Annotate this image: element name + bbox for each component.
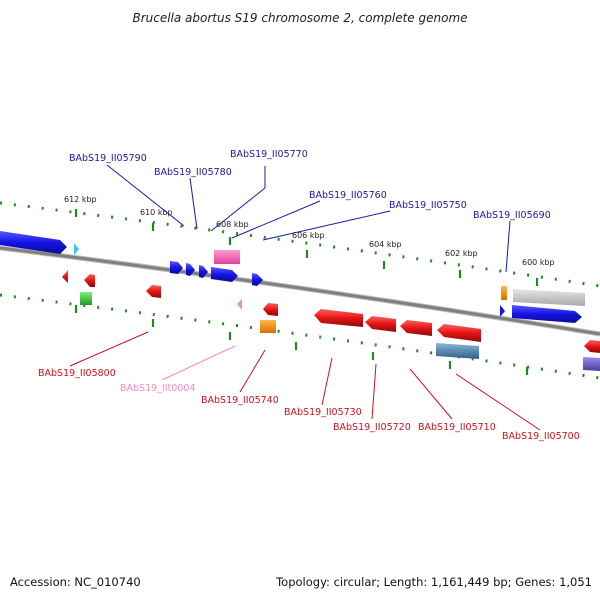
gene-feature[interactable]: [252, 273, 263, 286]
gene-feature[interactable]: [84, 274, 95, 287]
gene-feature[interactable]: [263, 303, 278, 316]
trna-feature[interactable]: [237, 299, 242, 310]
gene-label[interactable]: BAbS19_II05740: [201, 395, 279, 406]
gene-label[interactable]: BAbS19_II05760: [309, 190, 387, 201]
forward-gene-labels: BAbS19_II05790 BAbS19_II05780 BAbS19_II0…: [69, 149, 551, 221]
gene-feature[interactable]: [584, 340, 600, 353]
gene-label[interactable]: BAbS19_II05780: [154, 167, 232, 178]
gene-feature[interactable]: [437, 324, 481, 342]
gene-label[interactable]: BAbS19_II05700: [502, 431, 580, 442]
scale-label: 606 kbp: [292, 231, 325, 240]
trna-leader-line: [161, 345, 236, 381]
gene-label[interactable]: BAbS19_II05690: [473, 210, 551, 221]
scale-label: 604 kbp: [369, 240, 402, 249]
misc-feature[interactable]: [501, 286, 507, 300]
gene-label[interactable]: BAbS19_II05730: [284, 407, 362, 418]
gene-feature[interactable]: [170, 261, 183, 274]
gene-feature[interactable]: [211, 267, 238, 282]
gene-feature[interactable]: [146, 285, 161, 298]
gene-feature[interactable]: [0, 231, 67, 254]
gene-label[interactable]: BAbS19_II05720: [333, 422, 411, 433]
backbone-shadow: [0, 245, 600, 337]
outer-tick-track: [0, 201, 600, 288]
topology-summary: Topology: circular; Length: 1,161,449 bp…: [275, 575, 592, 589]
gene-feature[interactable]: [199, 265, 208, 278]
gene-feature[interactable]: [513, 289, 585, 306]
scale-labels: 612 kbp 610 kbp 608 kbp 606 kbp 604 kbp …: [64, 195, 555, 267]
gene-feature[interactable]: [186, 263, 195, 276]
scale-label: 610 kbp: [140, 208, 173, 217]
gene-label[interactable]: BAbS19_II05750: [389, 200, 467, 211]
gene-label[interactable]: BAbS19_II05790: [69, 153, 147, 164]
reverse-gene-labels: BAbS19_II05800 BAbS19_IIt0004 BAbS19_II0…: [38, 368, 580, 442]
gene-feature[interactable]: [74, 243, 79, 255]
gene-feature[interactable]: [500, 305, 505, 317]
reverse-leader-lines: [69, 331, 541, 431]
green-feature[interactable]: [80, 292, 92, 305]
genome-backbone: [0, 246, 600, 336]
accession-text: Accession: NC_010740: [10, 575, 141, 589]
gene-feature[interactable]: [436, 343, 479, 359]
gene-feature[interactable]: [583, 357, 600, 371]
gene-feature[interactable]: [365, 316, 396, 332]
gene-feature[interactable]: [314, 309, 363, 327]
inner-tick-track: [0, 293, 600, 380]
forward-strand-features: [0, 231, 585, 323]
gene-feature[interactable]: [62, 270, 68, 283]
misc-feature[interactable]: [260, 320, 276, 333]
gene-label[interactable]: BAbS19_II05770: [230, 149, 308, 160]
rrna-feature[interactable]: [214, 250, 240, 264]
scale-label: 608 kbp: [216, 220, 249, 229]
scale-label: 600 kbp: [522, 258, 555, 267]
gene-feature[interactable]: [400, 320, 432, 336]
gene-label[interactable]: BAbS19_II05710: [418, 422, 496, 433]
scale-label: 612 kbp: [64, 195, 97, 204]
forward-leader-lines: [106, 164, 511, 273]
gene-feature[interactable]: [512, 305, 582, 323]
gene-label[interactable]: BAbS19_IIt0004: [120, 383, 195, 394]
map-title: Brucella abortus S19 chromosome 2, compl…: [132, 11, 467, 25]
reverse-strand-features: [62, 270, 600, 371]
gene-label[interactable]: BAbS19_II05800: [38, 368, 116, 379]
scale-label: 602 kbp: [445, 249, 478, 258]
